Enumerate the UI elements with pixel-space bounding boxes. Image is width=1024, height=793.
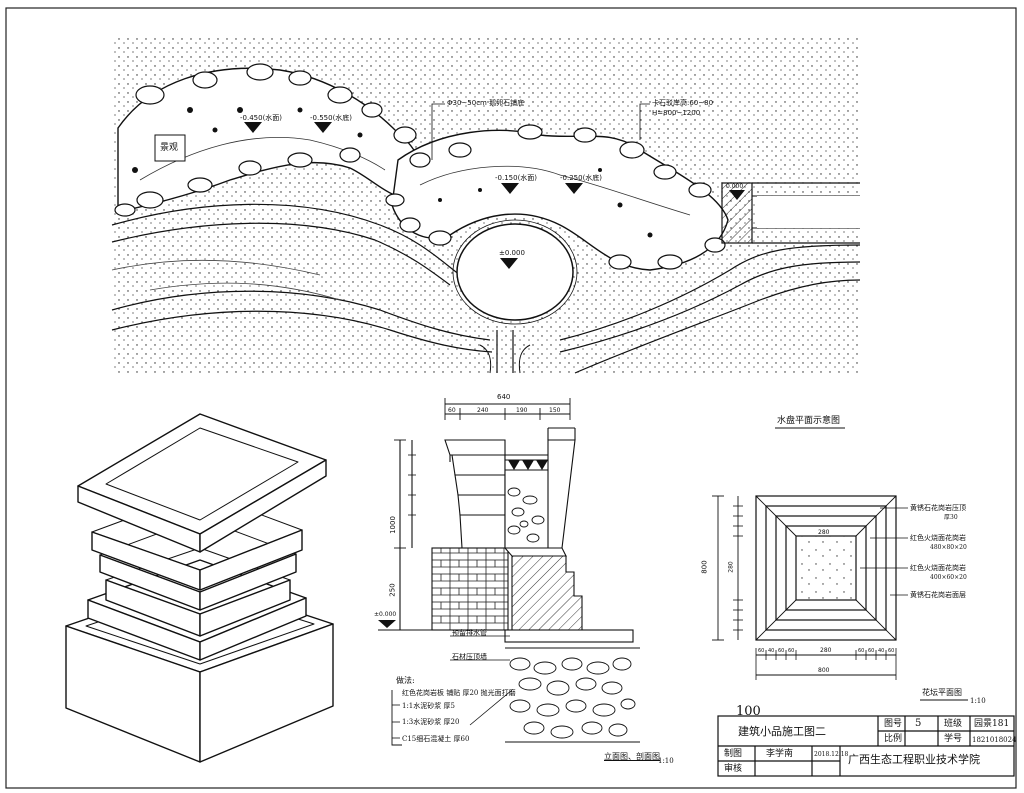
plan-dim-b5: 280 xyxy=(820,647,832,654)
plan-callout-2-sub: 480×80×20 xyxy=(930,544,967,551)
id-label: 学号 xyxy=(944,734,963,744)
elev-pond-left-bottom: -0.550(水底) xyxy=(310,114,353,122)
plan-dim-b3: 60 xyxy=(778,648,785,654)
section-dim-height: 1000 xyxy=(388,516,397,534)
plan-side-dim-inner: 280 xyxy=(727,561,735,573)
plan-dim-b8: 40 xyxy=(878,648,885,654)
site-plan xyxy=(111,38,861,374)
section-dim-base: 250 xyxy=(388,583,397,597)
section-dim-1: 60 xyxy=(448,407,456,414)
section-title: 立面图、剖面图 xyxy=(604,752,660,761)
plan-side-dim: 800 xyxy=(700,560,709,574)
planter-plan xyxy=(712,427,968,701)
plan-callout-3-sub: 400×60×20 xyxy=(930,574,967,581)
elev-plaza: ±0.000 xyxy=(499,249,525,257)
elev-pond-left-water: -0.450(水面) xyxy=(240,114,283,122)
plan-dim-b2: 40 xyxy=(768,648,775,654)
notes-title: 做法: xyxy=(396,676,415,685)
note-1: 红色花岗岩板 铺贴 厚20 抛光面打磨 xyxy=(402,689,516,697)
plan-dim-b1: 60 xyxy=(758,648,765,654)
class-label: 班级 xyxy=(944,719,963,729)
plan-callout-2: 红色火烧面花岗岩 xyxy=(910,534,966,542)
section-ground-elev: ±0.000 xyxy=(374,611,397,618)
plan-bottom-scale: 1:10 xyxy=(970,697,986,705)
id-value: 1821018024 xyxy=(972,736,1017,744)
drawn-value: 李学南 xyxy=(766,749,794,759)
elev-deck: 0.000 xyxy=(726,183,744,190)
plan-callout-1: 黄锈石花岗岩压顶 xyxy=(910,504,966,512)
scale-label: 比例 xyxy=(884,734,903,744)
fig-no-label: 图号 xyxy=(884,719,903,729)
callout-rock-edge: 卡石驳岸高:60~80 xyxy=(652,99,714,107)
section-dim-2: 240 xyxy=(477,407,489,414)
callout-rock-edge-sub: H=800~1200 xyxy=(652,109,701,117)
note-2: 1:1水泥砂浆 厚5 xyxy=(402,702,455,710)
section-label-coping: 石材压顶墙 xyxy=(452,653,487,661)
date: 2018.12.18 xyxy=(814,751,849,758)
section-dim-total: 640 xyxy=(497,393,511,401)
plan-dim-b6: 60 xyxy=(858,648,865,654)
elev-pond-mid-water: -0.150(水面) xyxy=(495,174,538,182)
drawn-label: 制图 xyxy=(724,749,743,759)
axonometric-planter xyxy=(65,413,334,763)
section-drawing xyxy=(378,398,640,746)
plan-dim-b7: 60 xyxy=(868,648,875,654)
drawing-name: 建筑小品施工图二 xyxy=(738,725,826,738)
callout-pebble-bed: Φ30~50cm 鹅卵石铺底 xyxy=(447,99,525,107)
plan-dim-b9: 60 xyxy=(888,648,895,654)
plan-dim-b4: 60 xyxy=(788,648,795,654)
plan-callout-4: 黄锈石花岗岩面层 xyxy=(910,591,966,599)
section-label-drain: 预留排水管 xyxy=(452,629,487,637)
school-name: 广西生态工程职业技术学院 xyxy=(848,753,980,766)
note-4: C15细石混凝土 厚60 xyxy=(402,735,470,743)
plan-callout-3: 红色火烧面花岗岩 xyxy=(910,564,966,572)
class-value: 园景181 xyxy=(974,719,1010,729)
section-dim-4: 150 xyxy=(549,407,561,414)
plan-title: 水盘平面示意图 xyxy=(777,416,841,426)
rock-label: 景观 xyxy=(160,143,179,153)
fig-no: 5 xyxy=(915,718,922,729)
plan-inner-dim: 280 xyxy=(818,529,830,536)
note-3: 1:3水泥砂浆 厚20 xyxy=(402,718,460,726)
plan-dim-total: 800 xyxy=(818,667,830,674)
score: 100 xyxy=(736,704,761,719)
elev-pond-mid-bottom: -0.250(水底) xyxy=(560,174,603,182)
plan-bottom-title: 花坛平面图 xyxy=(922,688,962,697)
section-scale: 1:10 xyxy=(658,757,674,765)
checked-label: 审核 xyxy=(724,764,743,774)
sheet-border xyxy=(5,7,1017,789)
plan-callout-1-sub: 厚30 xyxy=(944,514,958,521)
title-block xyxy=(717,715,1015,777)
section-dim-3: 190 xyxy=(516,407,528,414)
